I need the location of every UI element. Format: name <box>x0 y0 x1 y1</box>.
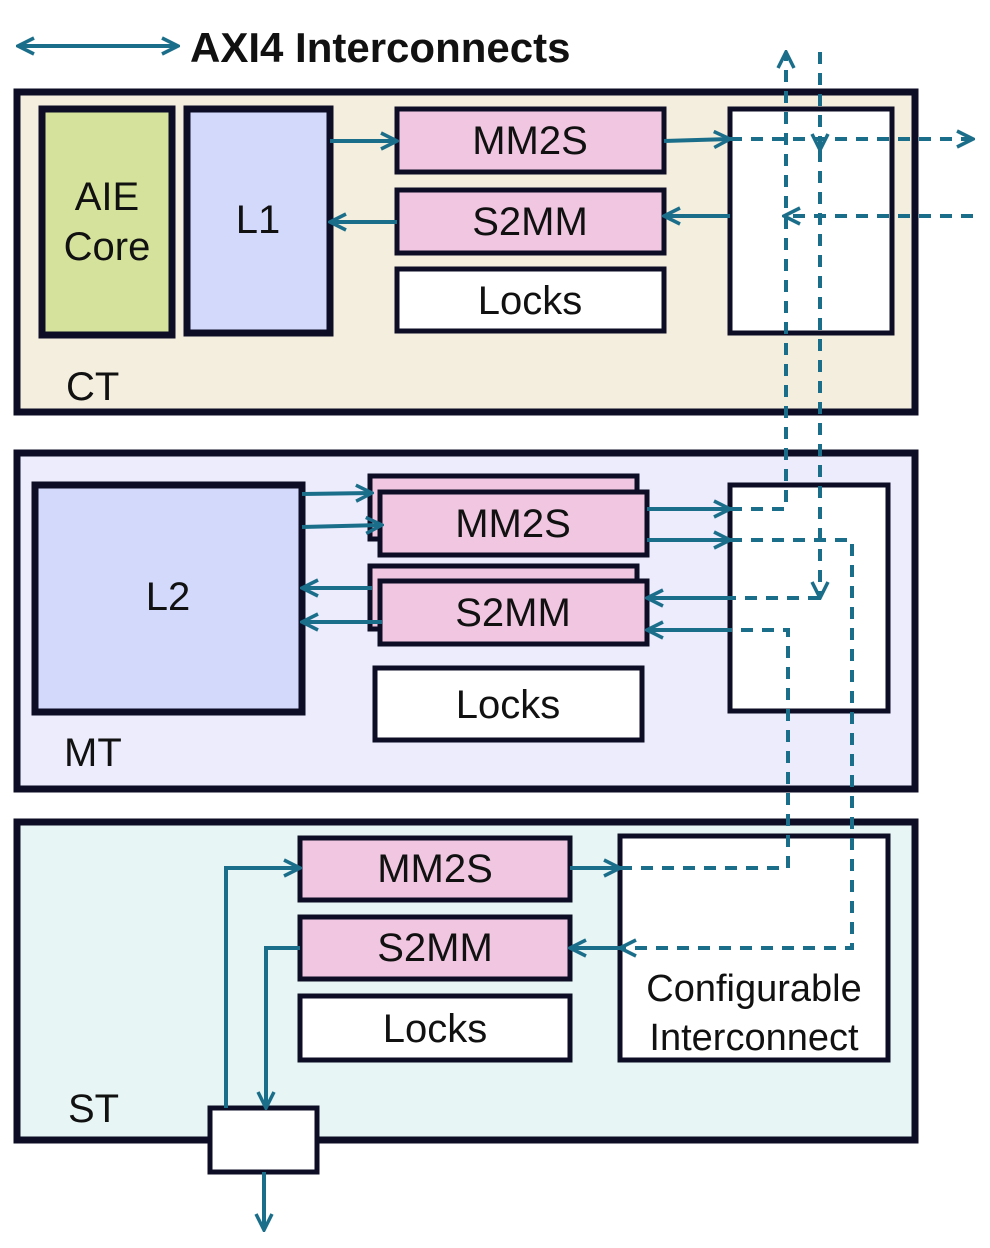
st-mm2s-label: MM2S <box>377 847 493 891</box>
mt-l2-to-mm2s-arrow-2 <box>301 525 382 527</box>
ct-tile-label: CT <box>66 365 119 409</box>
ct-locks-label: Locks <box>478 279 583 323</box>
mt-to-north-route <box>730 52 786 511</box>
ct-s2mm-label: S2MM <box>472 200 588 244</box>
l2-label: L2 <box>146 575 191 619</box>
mt-s2mm-block <box>377 578 650 647</box>
legend-label: AXI4 Interconnects <box>190 24 570 71</box>
interconnect-label-line1: Configurable <box>646 968 861 1010</box>
l1-label: L1 <box>236 198 281 242</box>
st-to-mt-route <box>620 628 790 870</box>
mt-tile-label: MT <box>64 731 122 775</box>
mt-mm2s-label: MM2S <box>455 502 571 546</box>
st-tile-label: ST <box>68 1087 119 1131</box>
ct-locks-block <box>394 266 667 334</box>
l2-memory-block <box>31 481 306 716</box>
aie-core-label-line1: AIE <box>75 175 139 219</box>
shim-io-box <box>207 1105 320 1175</box>
mt-to-st-route <box>620 538 854 948</box>
ct-mm2s-to-switch-arrow <box>663 139 730 141</box>
aie-core-label-line2: Core <box>64 225 151 269</box>
mt-locks-label: Locks <box>456 683 561 727</box>
st-locks-block <box>297 993 573 1063</box>
st-s2mm-block <box>297 914 573 982</box>
interconnect-label-line2: Interconnect <box>649 1017 859 1059</box>
dashed-connections <box>620 52 973 948</box>
legend: AXI4 Interconnects <box>18 24 570 71</box>
mt-l2-to-mm2s-arrow-1 <box>301 493 372 494</box>
mt-s2mm-label: S2MM <box>455 591 571 635</box>
ct-mm2s-label: MM2S <box>472 119 588 163</box>
st-shim-to-mm2s-arrow <box>224 868 300 1108</box>
st-locks-label: Locks <box>383 1007 488 1051</box>
aie-core-block <box>38 105 176 339</box>
st-s2mm-to-shim-arrow <box>266 946 300 1108</box>
mt-locks-block <box>372 665 645 743</box>
solid-connections <box>224 139 730 1230</box>
ct-interconnect-block <box>727 106 895 336</box>
st-s2mm-label: S2MM <box>377 926 493 970</box>
